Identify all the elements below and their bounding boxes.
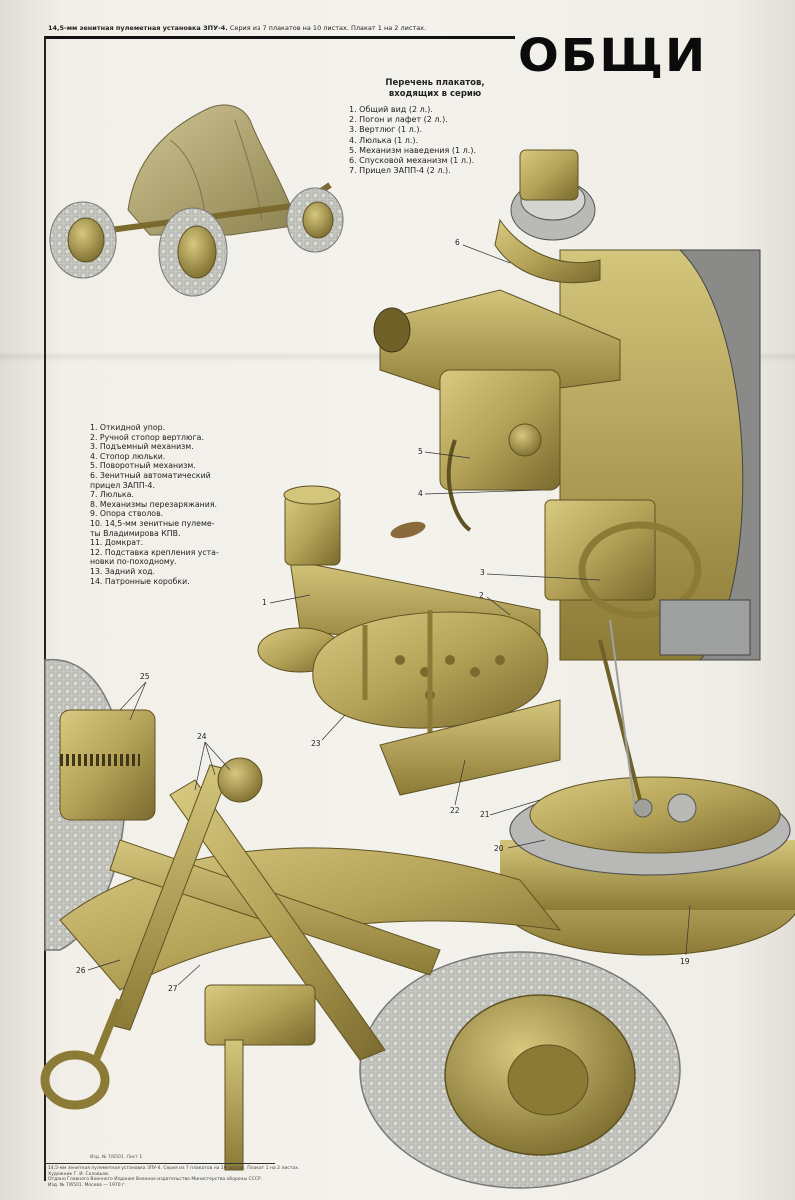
turret-base [499, 776, 795, 956]
sight-eyepiece [373, 307, 411, 353]
footer-line: Художник Г. И. Соловьев. [48, 1171, 110, 1177]
gun-receiver [659, 599, 751, 656]
series-item: 2. Погон и лафет (2 л.). [349, 115, 448, 125]
footer-rule [45, 1163, 275, 1164]
zapp-4-sight [519, 149, 579, 201]
sight-assembly [373, 149, 621, 539]
jack-bracket [204, 984, 316, 1046]
part-item: 3. Подъемный механизм. [90, 442, 194, 452]
left-margin-rule [44, 36, 46, 1181]
series-item: 4. Люлька (1 л.). [349, 135, 419, 145]
series-heading-line2: входящих в серию [388, 89, 482, 99]
part-item: 9. Опора стволов. [90, 509, 164, 519]
covered-transport-inset [49, 104, 344, 297]
callout-1: 1 [262, 598, 267, 607]
part-item: 14. Патронные коробки. [90, 576, 190, 586]
series-heading-line1: Перечень плакатов, [385, 78, 485, 88]
callout-27: 27 [168, 984, 178, 993]
footer-line: Отдано Главного Военного Издания Военное… [48, 1177, 263, 1182]
callout-4: 4 [418, 489, 423, 498]
callout-26: 26 [76, 966, 86, 975]
elevation-handwheel [578, 521, 702, 619]
poster-title: ОБЩИ [518, 29, 708, 83]
callout-20: 20 [494, 844, 504, 853]
part-item: 2. Ручной стопор вертлюга. [90, 432, 204, 442]
part-item: 7. Люлька. [90, 490, 134, 500]
callout-21: 21 [480, 810, 490, 819]
mount-illustration [40, 149, 795, 1189]
callout-23: 23 [311, 739, 321, 748]
callout-22: 22 [450, 806, 460, 815]
part-item: 4. Стопор люльки. [90, 451, 166, 461]
traverse-gearbox [439, 369, 561, 491]
series-item: 3. Вертлюг (1 л.). [349, 125, 422, 135]
sheet-mark: Изд. № 7/6501. Лист 1 [90, 1155, 143, 1160]
front-frame [40, 709, 562, 1171]
callout-2: 2 [479, 591, 484, 600]
part-item: 11. Домкрат. [90, 538, 144, 548]
header-caption-rest: Серия из 7 плакатов на 10 листах. Плакат… [229, 24, 427, 32]
part-item: 12. Подставка крепления уста- новки по-п… [90, 547, 219, 567]
header-rule [45, 36, 515, 39]
series-item: 7. Прицел ЗАПП-4 (2 л.). [349, 166, 451, 176]
series-item: 1. Общий вид (2 л.). [349, 105, 433, 114]
part-item: 1. Откидной упор. [90, 423, 166, 432]
traverse-handle [390, 521, 426, 539]
callout-3: 3 [480, 568, 485, 577]
parts-legend: 1. Откидной упор. 2. Ручной стопор вертл… [90, 423, 280, 586]
part-item: 6. Зенитный автоматический прицел ЗАПП-4… [90, 470, 211, 490]
rear-wheel [359, 951, 681, 1189]
part-item: 5. Поворотный механизм. [90, 461, 196, 471]
imprint-footer: 14,5-мм зенитная пулеметная установка ЗП… [48, 1166, 328, 1188]
gun-cradle [544, 249, 761, 661]
callout-5: 5 [418, 447, 423, 456]
callout-6: 6 [455, 238, 460, 247]
footer-line: Изд. № 7/6501. Москва — 1970 г. [48, 1182, 126, 1188]
callout-24: 24 [197, 732, 207, 741]
series-item: 6. Спусковой механизм (1 л.). [349, 156, 475, 166]
gunner-seat [312, 610, 561, 796]
part-item: 10. 14,5-мм зенитные пулеме- ты Владимир… [90, 518, 215, 538]
series-list: 1. Общий вид (2 л.). 2. Погон и лафет (2… [349, 105, 476, 176]
part-item: 13. Задний ход. [90, 566, 156, 576]
header-caption: 14,5-мм зенитная пулеметная установка ЗП… [48, 24, 426, 32]
series-heading: Перечень плакатов, входящих в серию [360, 78, 510, 100]
callout-25: 25 [140, 672, 150, 681]
towing-eye [40, 1050, 110, 1110]
footer-line: 14,5-мм зенитная пулеметная установка ЗП… [48, 1166, 300, 1171]
header-caption-bold: 14,5-мм зенитная пулеметная установка ЗП… [48, 24, 228, 32]
part-item: 8. Механизмы перезаряжания. [90, 499, 218, 509]
callout-19: 19 [680, 957, 690, 966]
seat-bracket [379, 699, 561, 796]
leader-lines [87, 244, 691, 986]
series-item: 5. Механизм наведения (1 л.). [349, 145, 476, 155]
